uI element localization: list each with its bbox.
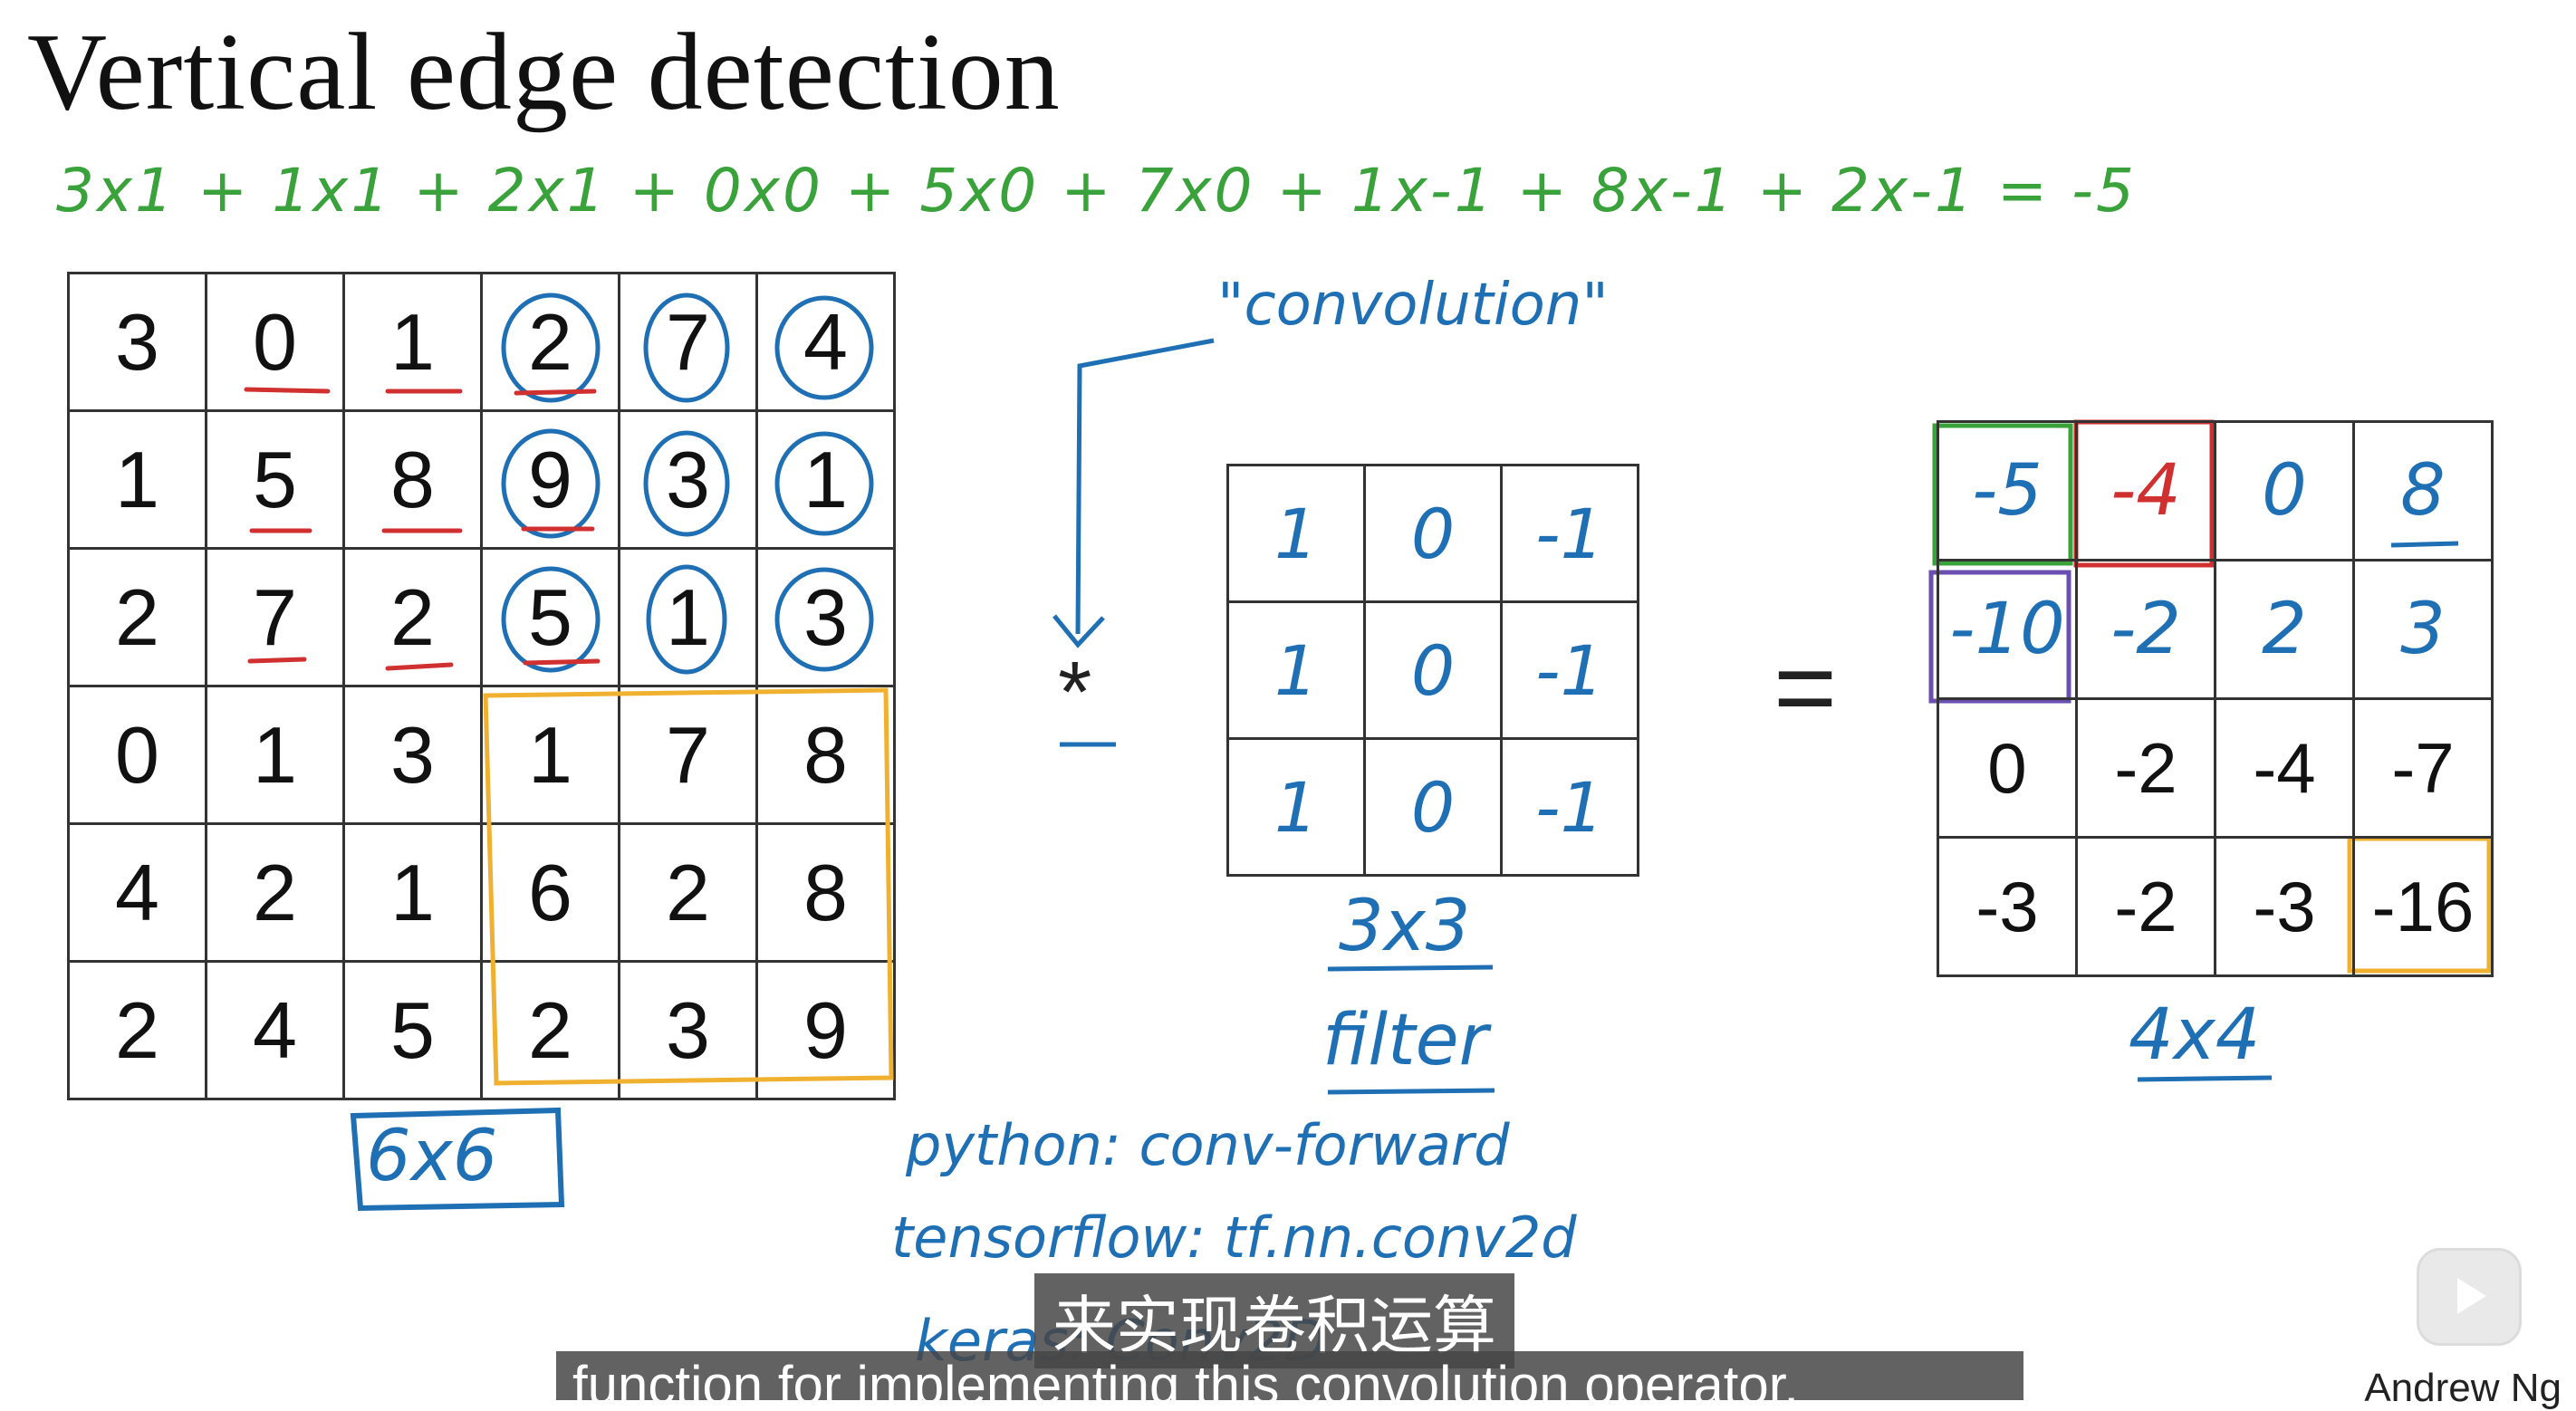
matrix-cell: 3 — [342, 685, 483, 825]
matrix-cell: 5 — [342, 960, 483, 1100]
subtitle-english: function for implementing this convoluti… — [556, 1351, 2023, 1400]
matrix-cell: -1 — [1500, 737, 1639, 877]
matrix-cell: -7 — [2352, 697, 2494, 839]
matrix-cell: 8 — [2352, 420, 2494, 562]
matrix-cell: 2 — [67, 960, 207, 1100]
matrix-cell: -1 — [1500, 600, 1639, 740]
matrix-cell: 1 — [205, 685, 345, 825]
matrix-cell: 2 — [205, 822, 345, 963]
matrix-cell: 2 — [2214, 559, 2355, 700]
matrix-cell: -3 — [1937, 836, 2078, 977]
matrix-cell: -10 — [1937, 559, 2078, 700]
matrix-cell: 1 — [342, 822, 483, 963]
matrix-cell: -1 — [1500, 464, 1639, 603]
output-size-label: 4x4 — [2129, 994, 2261, 1076]
matrix-cell: -4 — [2214, 697, 2355, 839]
matrix-cell: -2 — [2075, 559, 2216, 700]
matrix-cell: -4 — [2075, 420, 2216, 562]
matrix-cell: 7 — [618, 685, 758, 825]
matrix-cell: 2 — [67, 547, 207, 687]
matrix-row: 0-2-4-7 — [1937, 697, 2494, 839]
python-note: python: conv-forward — [906, 1112, 1510, 1178]
matrix-cell: 4 — [67, 822, 207, 963]
matrix-cell: 1 — [1226, 737, 1366, 877]
matrix-cell: 2 — [480, 960, 620, 1100]
matrix-cell: -2 — [2075, 836, 2216, 977]
matrix-cell: 0 — [1363, 600, 1503, 740]
equals-sign: = — [1773, 627, 1838, 748]
matrix-cell: 3 — [618, 960, 758, 1100]
slide-title: Vertical edge detection — [27, 11, 1061, 133]
matrix-cell: 3 — [2352, 559, 2494, 700]
filter-size-label: 3x3 — [1339, 886, 1471, 967]
matrix-cell: 1 — [67, 409, 207, 550]
matrix-cell: -16 — [2352, 836, 2494, 977]
matrix-cell: -3 — [2214, 836, 2355, 977]
play-button[interactable] — [2417, 1248, 2522, 1346]
matrix-cell: 4 — [205, 960, 345, 1100]
matrix-cell: 0 — [1363, 464, 1503, 603]
matrix-cell: 2 — [618, 822, 758, 963]
computation-equation: 3x1 + 1x1 + 2x1 + 0x0 + 5x0 + 7x0 + 1x-1… — [56, 156, 2137, 226]
matrix-cell: 2 — [342, 547, 483, 687]
matrix-cell: -2 — [2075, 697, 2216, 839]
matrix-cell: 3 — [67, 272, 207, 412]
matrix-row: -3-2-3-16 — [1937, 836, 2494, 977]
play-icon — [2457, 1278, 2486, 1314]
matrix-cell: 1 — [1226, 464, 1366, 603]
matrix-cell: 8 — [342, 409, 483, 550]
matrix-cell: 1 — [342, 272, 483, 412]
matrix-cell: 6 — [480, 822, 620, 963]
matrix-cell: -5 — [1937, 420, 2078, 562]
matrix-cell: 1 — [1226, 600, 1366, 740]
convolution-note: "convolution" — [1217, 272, 1609, 339]
matrix-cell: 8 — [755, 685, 896, 825]
matrix-cell: 0 — [67, 685, 207, 825]
input-size-label: 6x6 — [366, 1116, 498, 1197]
matrix-cell: 1 — [480, 685, 620, 825]
matrix-cell: 5 — [205, 409, 345, 550]
convolution-star-operator: * — [1058, 644, 1092, 741]
matrix-cell: 0 — [2214, 420, 2355, 562]
matrix-cell: 0 — [1363, 737, 1503, 877]
author-credit: Andrew Ng — [2364, 1366, 2562, 1410]
matrix-cell: 7 — [205, 547, 345, 687]
tensorflow-note: tensorflow: tf.nn.conv2d — [891, 1205, 1577, 1271]
filter-name-label: filter — [1322, 1000, 1488, 1081]
matrix-cell: 0 — [1937, 697, 2078, 839]
matrix-cell: 8 — [755, 822, 896, 963]
matrix-cell: 1 — [618, 547, 758, 687]
